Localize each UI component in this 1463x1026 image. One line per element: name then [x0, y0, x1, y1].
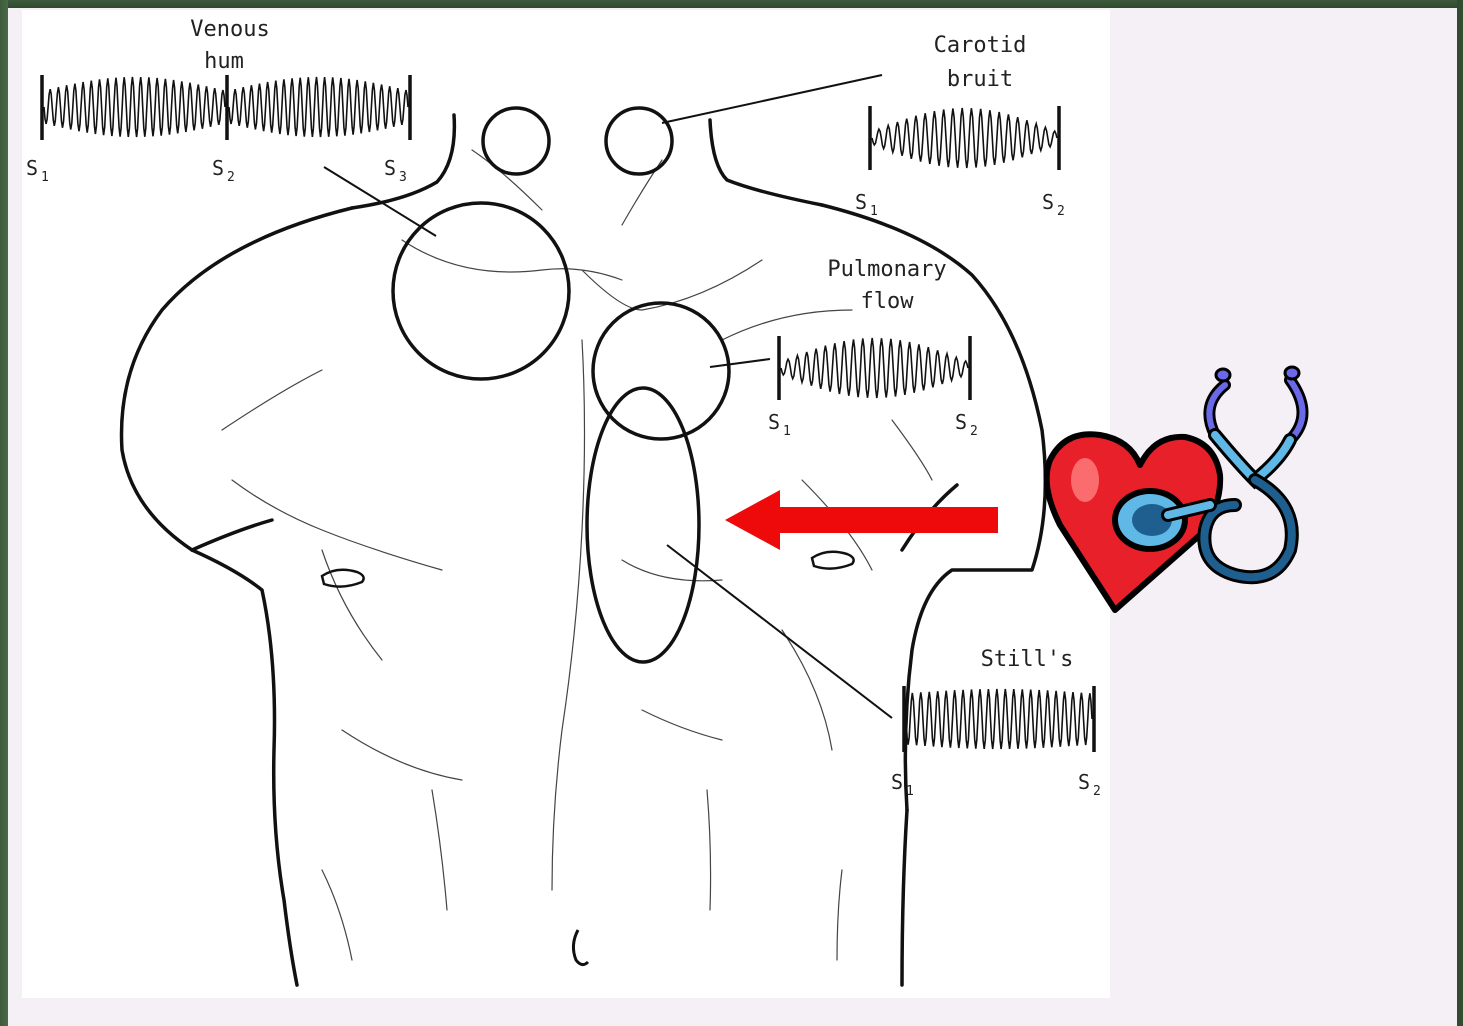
svg-text:S: S — [26, 156, 38, 180]
svg-text:S: S — [384, 156, 396, 180]
pulmonary-flow-label-line2: flow — [861, 289, 915, 314]
carotid-bruit-label-line2: bruit — [947, 67, 1013, 92]
svg-text:2: 2 — [1093, 784, 1101, 799]
svg-text:1: 1 — [41, 170, 49, 185]
carotid-circle — [606, 108, 672, 174]
carotid-bruit-label-line1: Carotid — [934, 33, 1027, 58]
carotid-bruit-waveform — [870, 106, 1059, 170]
anatomy-sketch-lines — [222, 150, 932, 960]
svg-text:S: S — [855, 190, 867, 214]
svg-text:2: 2 — [1057, 204, 1065, 219]
venous-hum-leader — [324, 167, 436, 236]
neck-left-circle — [483, 108, 549, 174]
venous-hum-waveform — [42, 75, 410, 140]
venous-hum-label-line2: hum — [204, 49, 244, 74]
svg-text:S: S — [1078, 770, 1090, 794]
pulmonary-flow-label-line1: Pulmonary — [827, 257, 946, 282]
pulmonary-leader — [710, 359, 770, 367]
svg-text:1: 1 — [870, 204, 878, 219]
stills-label: Still's — [981, 647, 1074, 672]
svg-text:S: S — [891, 770, 903, 794]
svg-text:3: 3 — [399, 170, 407, 185]
svg-text:S: S — [212, 156, 224, 180]
stills-ellipse — [587, 388, 699, 662]
heart-stethoscope-icon — [1040, 365, 1320, 620]
svg-text:1: 1 — [906, 784, 914, 799]
pulmonary-flow-circle — [593, 303, 729, 439]
venous-hum-circle — [393, 203, 569, 379]
svg-text:2: 2 — [227, 170, 235, 185]
svg-text:S: S — [768, 410, 780, 434]
navel — [573, 930, 588, 965]
stills-waveform — [904, 686, 1094, 752]
slide-frame-left — [0, 0, 8, 1026]
svg-text:2: 2 — [970, 424, 978, 439]
svg-text:1: 1 — [783, 424, 791, 439]
arrow-left-icon — [720, 485, 1005, 555]
carotid-leader — [662, 75, 882, 123]
slide-frame-right — [1457, 0, 1463, 1026]
svg-text:S: S — [1042, 190, 1054, 214]
svg-text:S: S — [955, 410, 967, 434]
slide-frame-top — [0, 0, 1463, 8]
venous-hum-label-line1: Venous — [190, 17, 269, 42]
stills-leader — [667, 545, 892, 718]
pulmonary-flow-waveform — [779, 336, 970, 400]
